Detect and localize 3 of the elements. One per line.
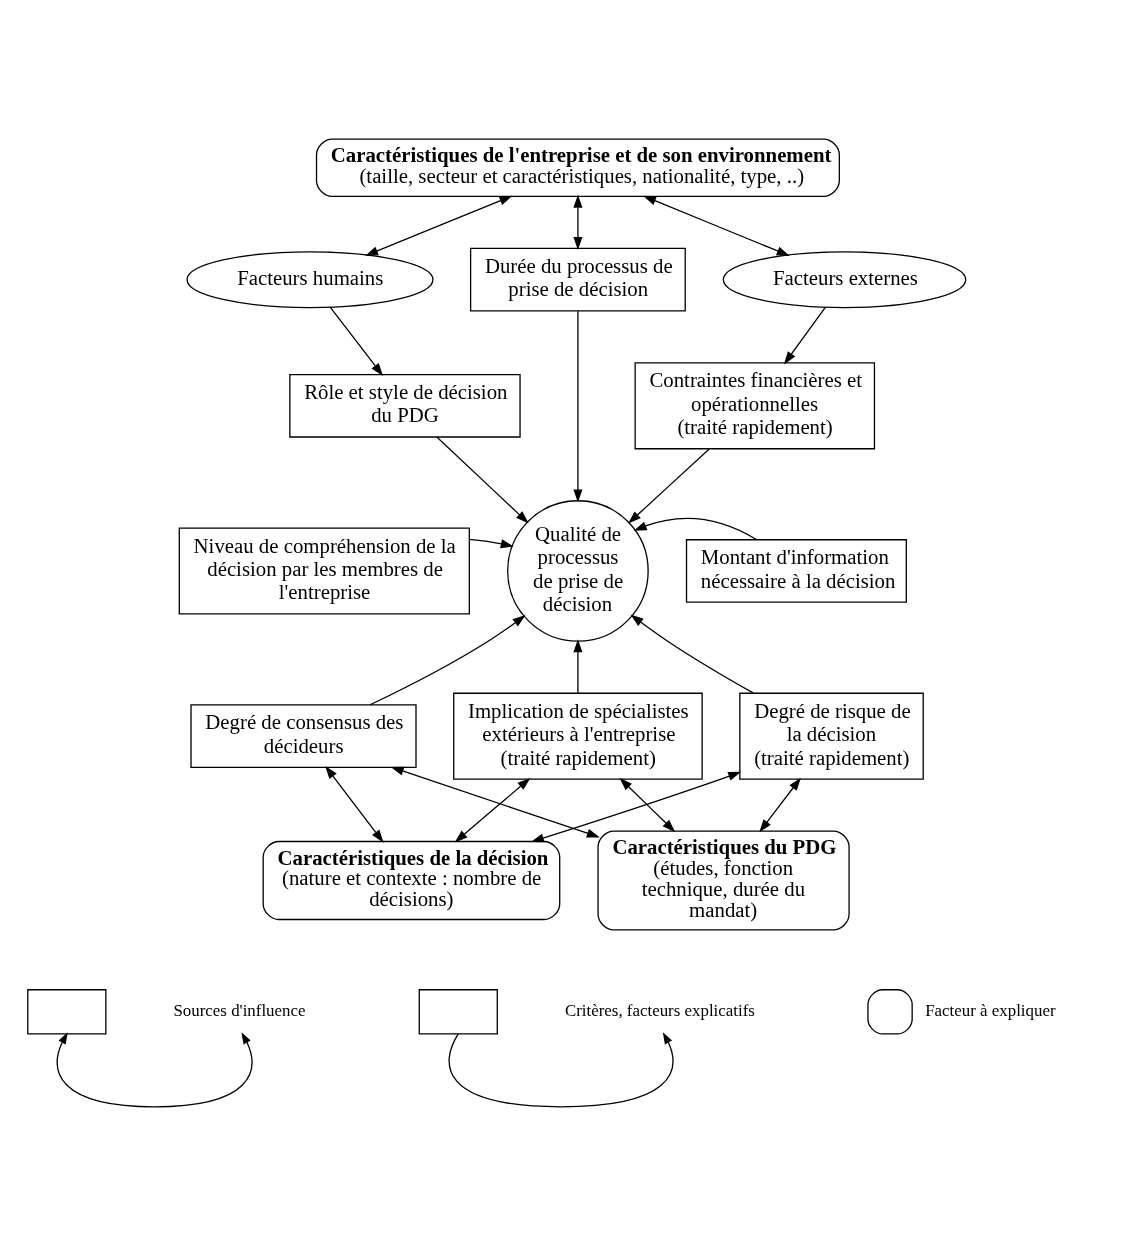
legend-label: Critères, facteurs explicatifs <box>564 1001 755 1021</box>
legend-label: Sources d'influence <box>173 1001 306 1021</box>
legend-label: Facteur à expliquer <box>925 1001 1056 1021</box>
